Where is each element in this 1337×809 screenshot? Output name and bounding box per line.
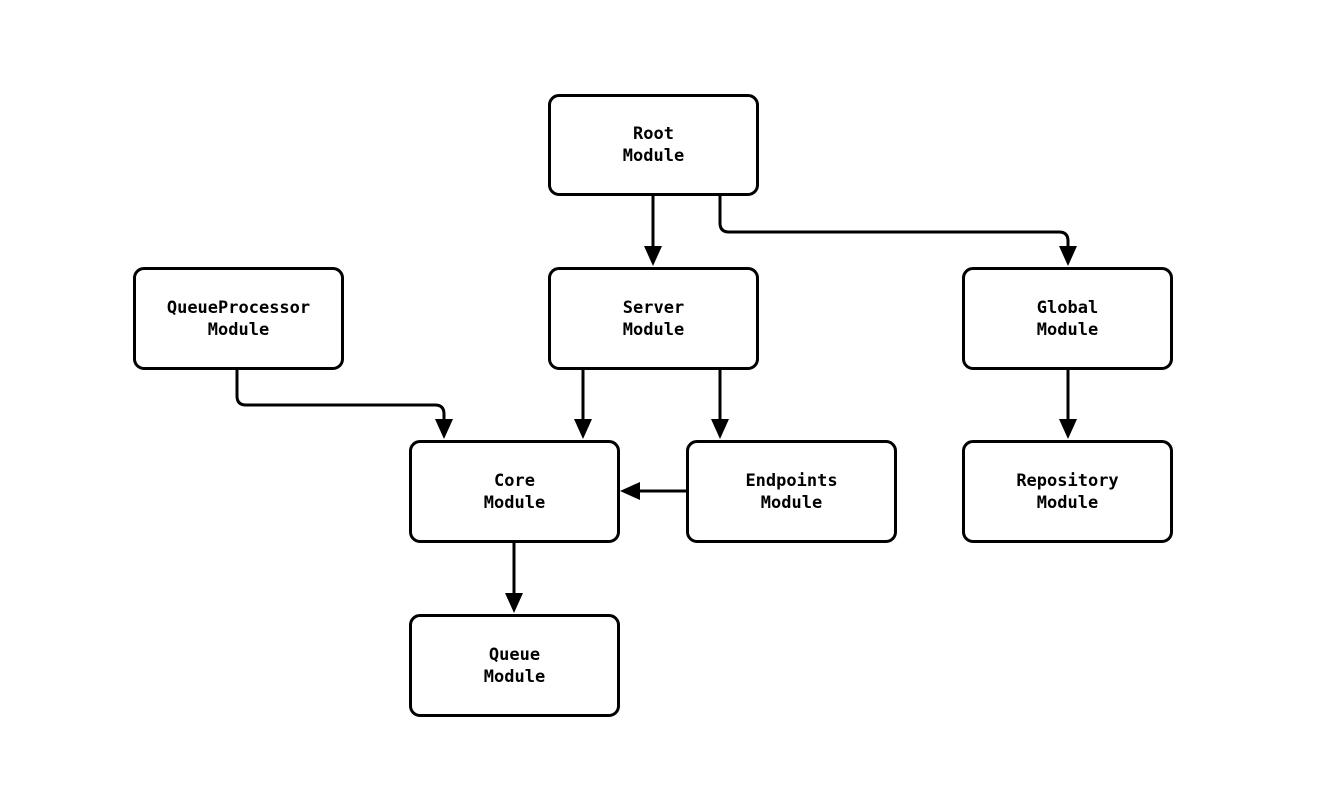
node-core[interactable]: Core Module: [409, 440, 620, 543]
edge-core-to-queue: [505, 543, 523, 613]
arrowhead-root-to-server: [644, 246, 662, 266]
edge-global-to-repository: [1059, 370, 1077, 439]
node-queueprocessor[interactable]: QueueProcessor Module: [133, 267, 344, 370]
node-repository[interactable]: Repository Module: [962, 440, 1173, 543]
edge-root-to-global: [718, 196, 1077, 266]
node-repository-label: Repository Module: [1016, 470, 1119, 513]
arrowhead-server-to-core: [574, 419, 592, 439]
edge-server-to-endpoints: [711, 370, 729, 439]
edge-server-to-core: [574, 370, 592, 439]
arrowhead-core-to-queue: [505, 593, 523, 613]
node-core-label: Core Module: [483, 470, 546, 513]
arrowhead-endpoints-to-core: [620, 482, 640, 500]
node-global-label: Global Module: [1036, 297, 1099, 340]
node-endpoints-label: Endpoints Module: [745, 470, 838, 513]
edge-queueprocessor-to-core: [235, 370, 453, 439]
edge-root-to-server: [644, 196, 662, 266]
arrowhead-server-to-endpoints: [711, 419, 729, 439]
edge-endpoints-to-core: [620, 482, 686, 500]
arrowhead-queueprocessor-to-core: [435, 419, 453, 439]
node-server[interactable]: Server Module: [548, 267, 759, 370]
node-root-label: Root Module: [622, 124, 685, 166]
node-queue-label: Queue Module: [483, 644, 546, 687]
node-server-label: Server Module: [622, 297, 685, 340]
node-queueprocessor-label: QueueProcessor Module: [166, 297, 311, 340]
node-queue[interactable]: Queue Module: [409, 614, 620, 717]
node-endpoints[interactable]: Endpoints Module: [686, 440, 897, 543]
arrowhead-root-to-global: [1059, 246, 1077, 266]
node-root[interactable]: Root Module: [548, 94, 759, 196]
node-global[interactable]: Global Module: [962, 267, 1173, 370]
arrowhead-global-to-repository: [1059, 419, 1077, 439]
